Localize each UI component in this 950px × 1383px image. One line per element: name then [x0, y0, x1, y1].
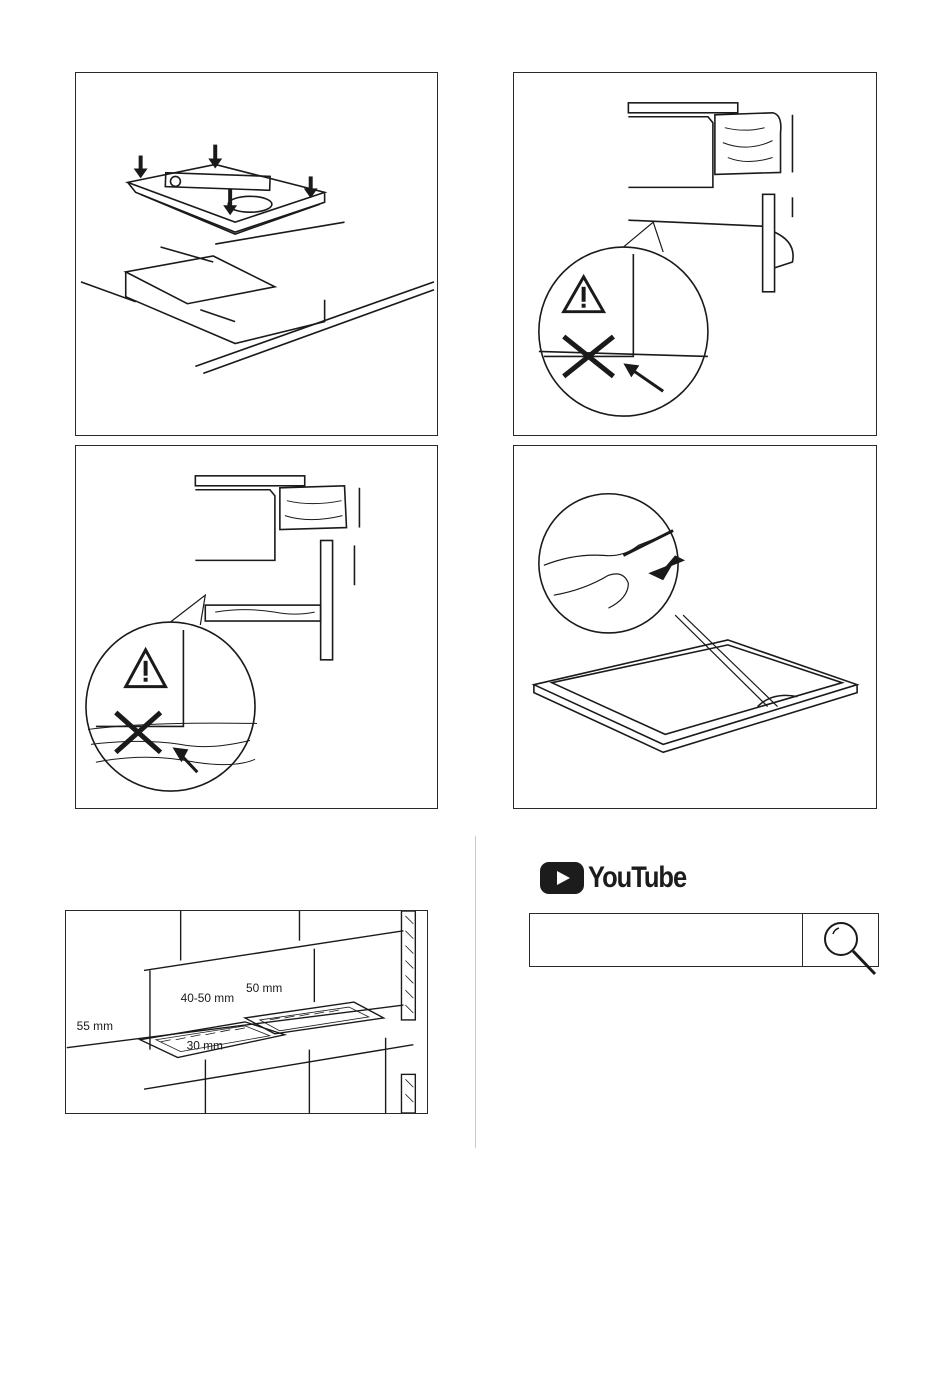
- column-divider: [475, 836, 476, 1148]
- shelf-clearance-drawing: [76, 446, 437, 808]
- video-search-bar[interactable]: [529, 913, 879, 967]
- youtube-logo[interactable]: YouTube: [540, 860, 703, 896]
- search-button[interactable]: [802, 914, 878, 966]
- magnifier-icon: [803, 914, 878, 968]
- worktop-edge-warning-illustration: [513, 72, 877, 436]
- shelf-clearance-warning-illustration: [75, 445, 438, 809]
- front-gap-label: 40-50 mm: [181, 991, 235, 1005]
- side-clearance-label: 55 mm: [77, 1019, 113, 1033]
- installation-clearance-illustration: 55 mm 40-50 mm 50 mm 30 mm: [65, 910, 428, 1114]
- installation-clearance-drawing: 55 mm 40-50 mm 50 mm 30 mm: [66, 911, 427, 1113]
- hob-cutout-drawing: [76, 73, 437, 435]
- depth-below-label: 30 mm: [187, 1039, 223, 1053]
- hob-cutout-illustration: [75, 72, 438, 436]
- play-icon: [540, 862, 584, 894]
- sealing-strip-illustration: [513, 445, 877, 809]
- sealing-strip-drawing: [514, 446, 876, 808]
- youtube-wordmark: YouTube: [588, 861, 686, 895]
- worktop-edge-drawing: [514, 73, 876, 435]
- video-search-input[interactable]: [530, 914, 802, 966]
- rear-clearance-label: 50 mm: [246, 981, 282, 995]
